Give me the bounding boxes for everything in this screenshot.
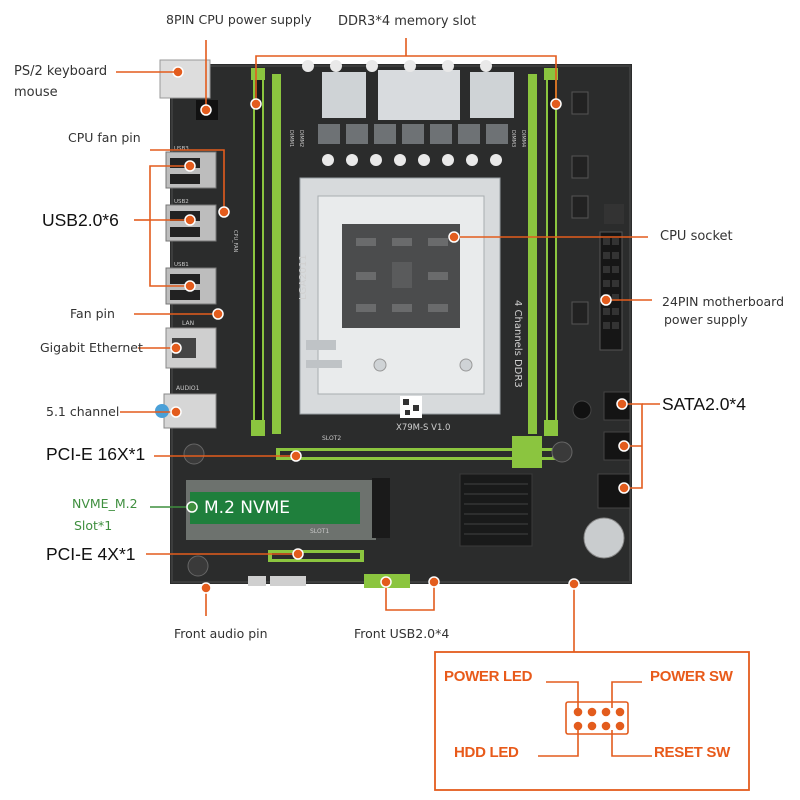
silk-slot2: SLOT2 bbox=[322, 435, 341, 442]
label-ps2-line2: mouse bbox=[14, 85, 58, 100]
silk-usb2: USB2 bbox=[174, 199, 189, 205]
label-ddr3: DDR3*4 memory slot bbox=[338, 14, 477, 29]
silk-dimm3: DIMM3 bbox=[510, 130, 516, 147]
label-gigabit: Gigabit Ethernet bbox=[40, 340, 143, 355]
label-atx24-line2: power supply bbox=[664, 312, 748, 327]
front-panel-box bbox=[434, 651, 750, 791]
silk-lga: LGA2011 bbox=[298, 254, 309, 300]
ps2-port bbox=[159, 59, 211, 99]
atx24-connector bbox=[599, 231, 623, 351]
silk-lan: LAN bbox=[182, 320, 194, 327]
front-panel-header bbox=[538, 681, 652, 757]
silk-dimm2: DIMM2 bbox=[298, 130, 304, 147]
label-cpu-power: 8PIN CPU power supply bbox=[166, 12, 312, 27]
label-nvme-line1: NVME_M.2 bbox=[72, 496, 138, 511]
dimm-slot-2 bbox=[272, 74, 281, 434]
silk-cpufan: CPU_FAN bbox=[232, 230, 238, 253]
label-ps2-line1: PS/2 keyboard bbox=[14, 64, 108, 79]
label-nvme-line2: Slot*1 bbox=[74, 518, 113, 533]
fp-hdd-led: HDD LED bbox=[454, 744, 519, 761]
silk-dimm4: DIMM4 bbox=[520, 130, 526, 147]
label-cpu-socket: CPU socket bbox=[660, 229, 733, 244]
silk-model: X79M-S V1.0 bbox=[396, 423, 450, 433]
label-fan-pin: Fan pin bbox=[70, 306, 115, 321]
label-sata: SATA2.0*4 bbox=[662, 394, 746, 414]
label-cpu-fan: CPU fan pin bbox=[68, 130, 141, 145]
silk-usb1: USB1 bbox=[174, 262, 189, 268]
leader-dots bbox=[170, 98, 630, 594]
leader-lines bbox=[116, 38, 660, 652]
label-usb: USB2.0*6 bbox=[42, 210, 119, 230]
label-front-usb: Front USB2.0*4 bbox=[354, 626, 450, 641]
label-front-audio: Front audio pin bbox=[174, 626, 268, 641]
dimm-slot-3 bbox=[528, 74, 537, 434]
label-audio51: 5.1 channel bbox=[46, 404, 120, 419]
silk-audio: AUDIO1 bbox=[176, 385, 200, 392]
silk-ddr: 4 Channels DDR3 bbox=[512, 300, 523, 388]
label-atx24-line1: 24PIN motherboard bbox=[662, 294, 785, 309]
dimm-slot-1 bbox=[253, 73, 264, 435]
silk-dimm1: DIMM1 bbox=[288, 130, 294, 147]
silk-usb3: USB3 bbox=[174, 146, 189, 152]
fp-power-sw: POWER SW bbox=[650, 668, 733, 685]
m2-module-text: M.2 NVME bbox=[204, 498, 291, 518]
label-pcie16: PCI-E 16X*1 bbox=[46, 444, 146, 464]
silk-slot1: SLOT1 bbox=[310, 528, 329, 535]
fp-reset-sw: RESET SW bbox=[654, 744, 730, 761]
dimm-slot-4 bbox=[546, 73, 557, 435]
label-pcie4: PCI-E 4X*1 bbox=[46, 544, 136, 564]
fp-power-led: POWER LED bbox=[444, 668, 533, 685]
